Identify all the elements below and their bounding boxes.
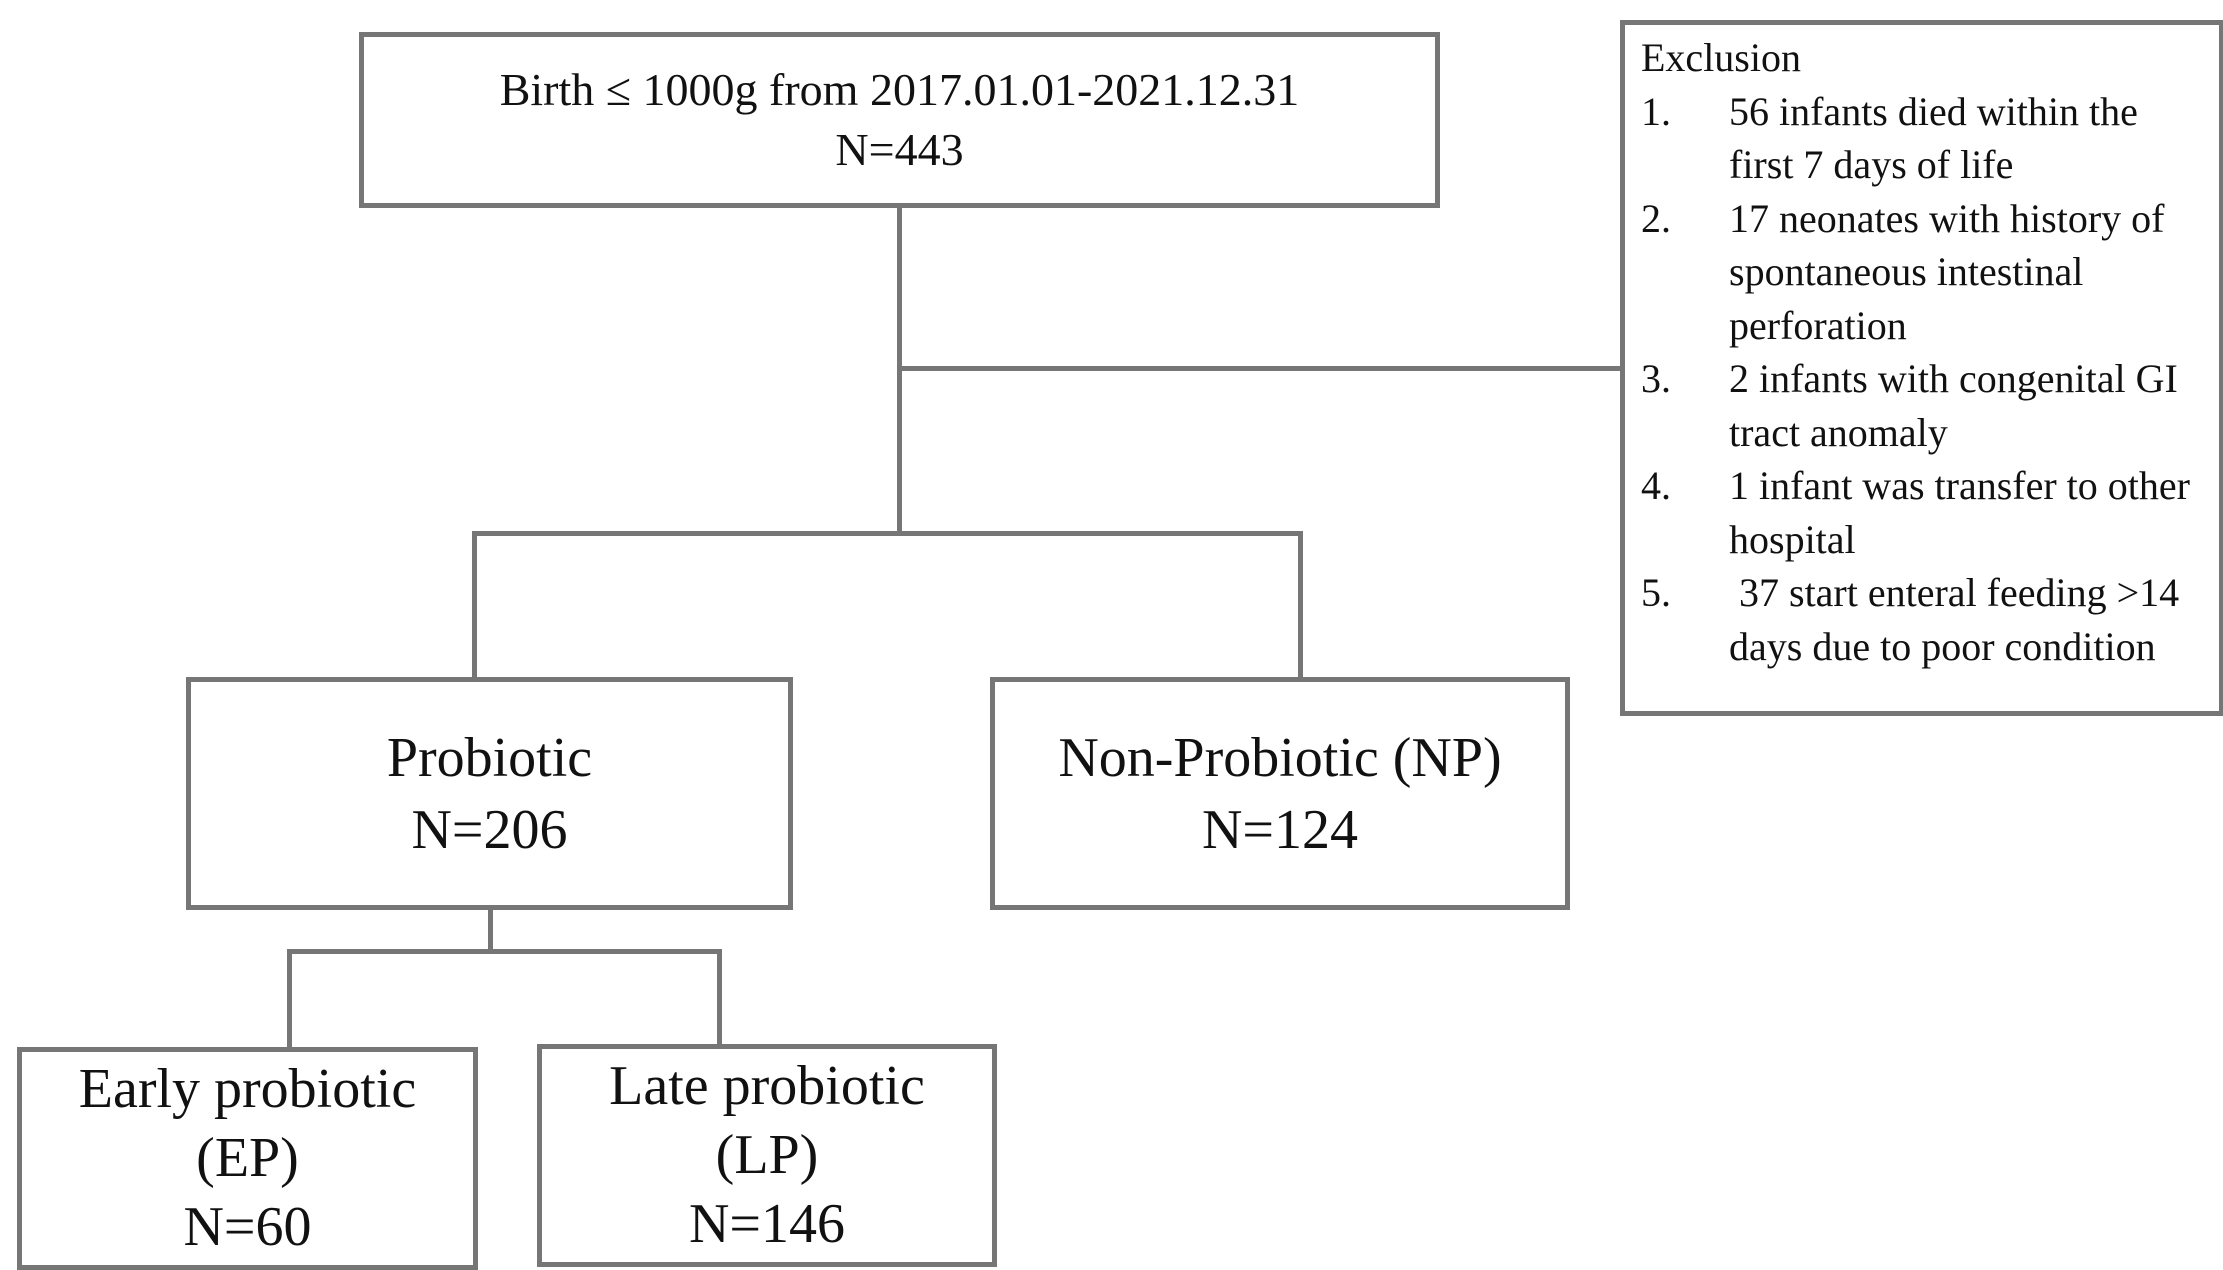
root-criteria-label: Birth ≤ 1000g from 2017.01.01-2021.12.31 — [499, 64, 1300, 115]
exclusion-item-text: 56 infants died within the first 7 days … — [1729, 88, 2138, 188]
probiotic-count: N=206 — [411, 798, 568, 861]
exclusion-box: Exclusion 1. 56 infants died within the … — [1620, 20, 2223, 716]
exclusion-item-text: 1 infant was transfer to other hospital — [1729, 463, 2190, 562]
probiotic-box: Probiotic N=206 — [186, 677, 793, 910]
connector-to-early — [287, 949, 292, 1050]
exclusion-item-number: 1. — [1641, 88, 1671, 134]
connector-split-horizontal — [472, 531, 1303, 536]
non-probiotic-box: Non-Probiotic (NP) N=124 — [990, 677, 1570, 910]
exclusion-item-text: 17 neonates with history of spontaneous … — [1729, 195, 2165, 348]
exclusion-title: Exclusion — [1641, 35, 1801, 80]
root-count-label: N=443 — [835, 124, 964, 175]
exclusion-item: 5. 37 start enteral feeding >14 days due… — [1641, 566, 2219, 673]
root-box: Birth ≤ 1000g from 2017.01.01-2021.12.31… — [359, 32, 1440, 208]
connector-probiotic-down — [488, 907, 493, 954]
late-probiotic-abbrev: (LP) — [715, 1124, 819, 1186]
exclusion-item-text: 2 infants with congenital GI tract anoma… — [1729, 356, 2178, 455]
connector-to-non-probiotic — [1298, 531, 1303, 679]
connector-to-probiotic — [472, 531, 477, 679]
exclusion-item: 1. 56 infants died within the first 7 da… — [1641, 85, 2219, 192]
connector-sub-split-horizontal — [287, 949, 722, 954]
early-probiotic-count: N=60 — [183, 1196, 312, 1258]
non-probiotic-label: Non-Probiotic (NP) — [1058, 726, 1502, 789]
early-probiotic-abbrev: (EP) — [196, 1127, 299, 1189]
exclusion-item: 4. 1 infant was transfer to other hospit… — [1641, 459, 2219, 566]
exclusion-item-text: 37 start enteral feeding >14 days due to… — [1729, 570, 2190, 669]
exclusion-item-number: 2. — [1641, 195, 1671, 241]
exclusion-item: 3. 2 infants with congenital GI tract an… — [1641, 352, 2219, 459]
connector-exclusion-branch — [897, 366, 1622, 371]
early-probiotic-box: Early probiotic (EP) N=60 — [17, 1047, 478, 1270]
exclusion-item-number: 3. — [1641, 356, 1671, 401]
late-probiotic-count: N=146 — [688, 1193, 846, 1255]
probiotic-label: Probiotic — [386, 726, 593, 789]
early-probiotic-label: Early probiotic — [78, 1058, 417, 1120]
late-probiotic-box: Late probiotic (LP) N=146 — [537, 1044, 997, 1267]
exclusion-item: 2. 17 neonates with history of spontaneo… — [1641, 192, 2219, 353]
exclusion-item-number: 5. — [1641, 570, 1671, 615]
non-probiotic-count: N=124 — [1201, 798, 1359, 861]
connector-to-late — [717, 949, 722, 1047]
exclusion-item-number: 4. — [1641, 463, 1671, 508]
late-probiotic-label: Late probiotic — [609, 1055, 925, 1117]
